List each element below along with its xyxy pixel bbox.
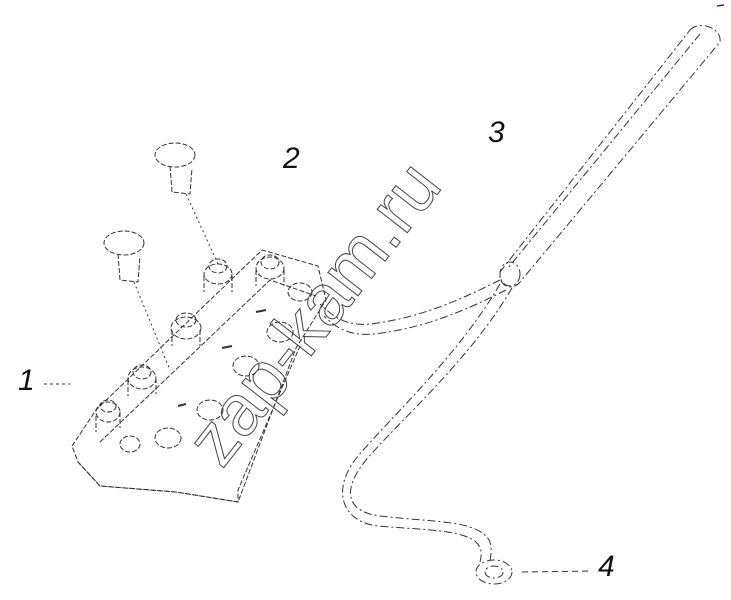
sleeve-end-cap xyxy=(499,261,521,287)
sleeve-inner-line xyxy=(507,33,701,269)
knob-lower-rod xyxy=(133,281,171,371)
fitting-7 xyxy=(266,321,294,343)
hose-branch-to-block-2 xyxy=(323,289,507,335)
valve-block-assembly xyxy=(71,249,327,503)
valve-block-base-edge xyxy=(77,345,301,503)
knob-upper-shank xyxy=(169,165,193,195)
hose-end-ring-inner xyxy=(484,565,504,579)
knob-lower-shank xyxy=(117,253,141,283)
fitting-9 xyxy=(196,399,224,421)
fitting-1-cap xyxy=(99,399,117,413)
fitting-2-cap xyxy=(132,364,152,380)
watermark: zap-kam.ru xyxy=(172,147,457,480)
fitting-3 xyxy=(170,316,202,340)
fitting-5-cap xyxy=(260,254,280,270)
hose-assembly xyxy=(319,279,593,585)
fitting-11 xyxy=(119,435,141,453)
hose-main-2 xyxy=(342,283,501,563)
hose-main xyxy=(349,287,513,561)
fitting-2 xyxy=(127,366,157,390)
fitting-4 xyxy=(203,263,233,285)
fitting-8 xyxy=(232,355,260,377)
sleeve-assembly xyxy=(499,25,721,288)
fitting-5 xyxy=(255,256,285,280)
knob-upper-rod xyxy=(185,193,219,265)
knob-lower-head xyxy=(103,230,145,256)
corner-mark xyxy=(716,4,725,7)
fitting-6 xyxy=(287,282,313,302)
sleeve-outline xyxy=(499,25,721,288)
hose-end-ring xyxy=(475,559,513,585)
knob-upper-head xyxy=(154,142,196,168)
callout-3: 3 xyxy=(488,116,505,149)
fitting-stems xyxy=(95,270,285,432)
hose-leader-line xyxy=(521,570,593,573)
callout-1: 1 xyxy=(18,364,35,397)
fitting-4-cap xyxy=(208,258,228,274)
knob-assembly xyxy=(103,142,219,371)
callout-2: 2 xyxy=(283,142,300,175)
hose-branch-to-block xyxy=(319,279,501,325)
fitting-10 xyxy=(154,427,182,449)
fittings xyxy=(95,254,313,453)
block-detail-marks xyxy=(177,309,267,407)
fitting-3-cap xyxy=(175,312,197,328)
valve-block-top-edge xyxy=(99,279,317,443)
callout-4: 4 xyxy=(598,550,615,583)
